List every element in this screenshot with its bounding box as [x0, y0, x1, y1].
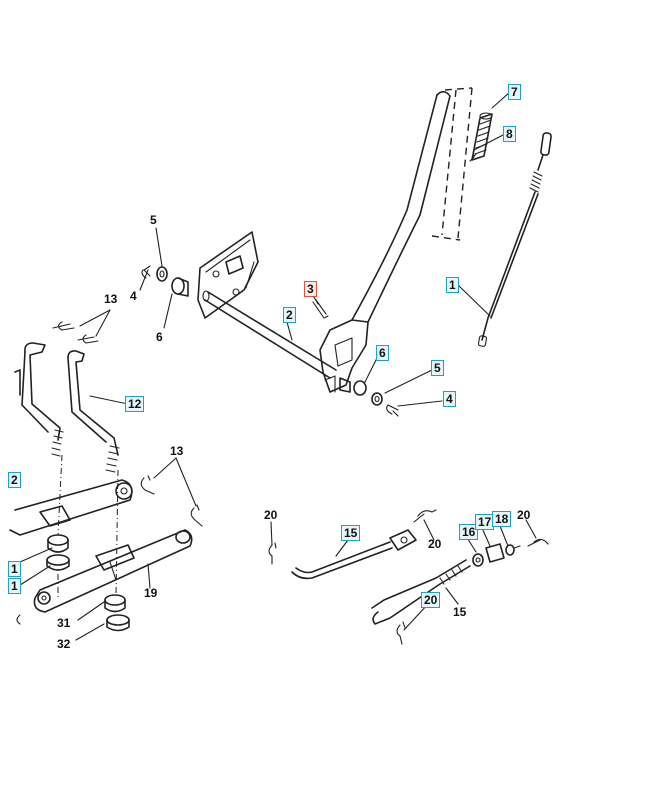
callout-20-c: 20 [517, 508, 531, 522]
bushings-31-32 [46, 454, 130, 632]
callout-13-upper: 13 [104, 292, 118, 306]
callout-19: 19 [144, 586, 158, 600]
pins-13-upper [52, 321, 99, 344]
callout-31: 31 [57, 616, 71, 630]
link-rod-upper [291, 529, 417, 580]
callout-cut-1: 2 [8, 472, 21, 488]
cotter-pin-3 [312, 299, 329, 319]
mount-plate [197, 231, 259, 319]
lift-link-left [14, 342, 120, 473]
callout-16: 16 [459, 524, 479, 540]
height-rod [477, 132, 552, 347]
link-rod-lower [371, 559, 471, 625]
callout-cut-3: 1 [8, 578, 21, 594]
lift-shaft [202, 290, 337, 379]
callout-1: 1 [446, 277, 459, 293]
grip-spring-8 [469, 153, 477, 162]
left-bushings [141, 265, 189, 297]
callout-13-lower: 13 [170, 444, 184, 458]
callout-8: 8 [503, 126, 516, 142]
callout-5-left: 5 [150, 213, 157, 227]
callout-6-left: 6 [156, 330, 163, 344]
callout-4-left: 4 [130, 289, 137, 303]
callout-15-upper: 15 [341, 525, 361, 541]
callout-4-right: 4 [443, 391, 456, 407]
callout-12: 12 [125, 396, 145, 412]
callout-7: 7 [508, 84, 521, 100]
callout-cut-2: 1 [8, 561, 21, 577]
callout-18: 18 [492, 511, 512, 527]
callout-20-d: 20 [421, 592, 441, 608]
callout-20-b: 20 [428, 537, 442, 551]
adjuster-block [472, 543, 521, 567]
lever-grip [471, 112, 493, 161]
callout-17: 17 [475, 514, 495, 530]
callout-6-right: 6 [376, 345, 389, 361]
leader-lines [19, 91, 537, 641]
lift-lever [319, 87, 473, 393]
callout-32: 32 [57, 637, 71, 651]
lift-arm-upper [9, 479, 133, 536]
right-bushings [339, 377, 399, 417]
callout-15-lower: 15 [453, 605, 467, 619]
callout-3: 3 [304, 281, 317, 297]
clips-20 [268, 509, 549, 645]
callout-5-right: 5 [431, 360, 444, 376]
callout-2: 2 [283, 307, 296, 323]
pins-13-lower [16, 475, 203, 625]
callout-20-a: 20 [264, 508, 278, 522]
lift-arm-lower [33, 529, 193, 613]
